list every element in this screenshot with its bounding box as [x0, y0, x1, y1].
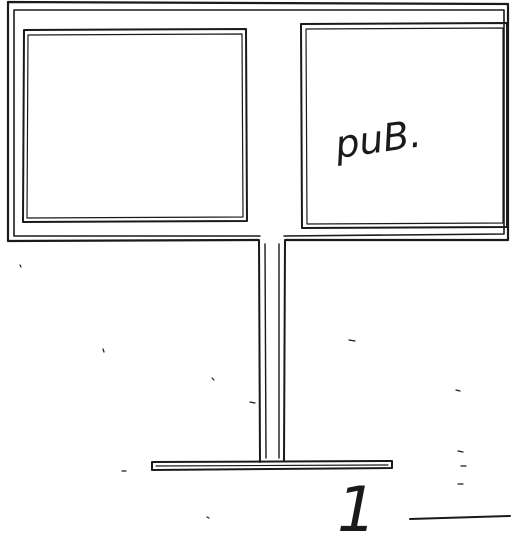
panel-left	[23, 29, 247, 222]
panel-right: puB.	[301, 23, 507, 228]
stray-marks	[20, 265, 466, 518]
page-number-text: 1	[337, 473, 376, 534]
panel-right-label: puB.	[331, 111, 424, 167]
stand-post	[259, 240, 285, 462]
page-number: 1	[337, 473, 510, 534]
stand-base	[152, 461, 392, 470]
billboard-frame	[8, 2, 508, 241]
